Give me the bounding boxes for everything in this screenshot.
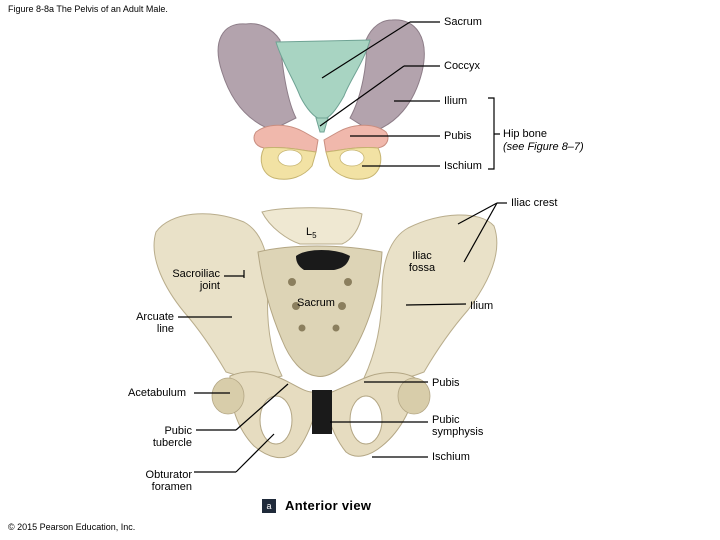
label-ilium-top: Ilium: [444, 95, 468, 107]
leader-coccyx: [319, 65, 405, 127]
photo-sacrum: [257, 245, 383, 377]
label-ischium-photo: Ischium: [432, 451, 470, 463]
leader-pubic-tubercle-b: [235, 383, 289, 431]
label-ilium-photo: Ilium: [470, 300, 494, 312]
label-sacrum-photo: Sacrum: [297, 297, 335, 309]
left-ilium-shape: [217, 23, 297, 131]
label-hip-bone-ref: (see Figure 8–7): [503, 141, 584, 153]
photo-left-ilium: [153, 213, 283, 380]
label-iliac-crest: Iliac crest: [511, 197, 558, 209]
label-hip-bone: Hip bone: [503, 128, 548, 140]
leader-ilium-bottom: [405, 303, 467, 306]
copyright-notice: © 2015 Pearson Education, Inc.: [8, 522, 136, 532]
view-badge: a: [262, 499, 276, 513]
label-ischium-top: Ischium: [444, 160, 482, 172]
leader-obturator-b: [235, 433, 275, 473]
left-obturator-shape: [277, 149, 303, 167]
leader-iliac-crest-b: [463, 202, 498, 263]
label-acetabulum: Acetabulum: [128, 387, 187, 399]
view-label: Anterior view: [285, 498, 372, 513]
leader-iliac-crest-a: [457, 202, 498, 225]
photo-left-obturator: [259, 395, 293, 445]
top-pelvis-drawing: [217, 19, 425, 180]
photo-l5-vertebra: [261, 207, 363, 245]
label-pubis-top: Pubis: [444, 130, 472, 142]
photo-pubic-symphysis: [312, 390, 332, 434]
figure-caption: Figure 8-8a The Pelvis of an Adult Male.: [8, 4, 168, 14]
photo-disc: [296, 250, 350, 270]
label-sacrum-top: Sacrum: [444, 16, 482, 28]
right-obturator-shape: [339, 149, 365, 167]
hip-bone-bracket: [488, 97, 500, 170]
label-pubis-photo: Pubis: [432, 377, 460, 389]
leader-sacrum: [321, 21, 411, 79]
label-l5: L5: [306, 226, 317, 241]
label-coccyx-top: Coccyx: [444, 60, 481, 72]
bottom-pelvis-drawing: [153, 207, 498, 459]
photo-right-obturator: [349, 395, 383, 445]
